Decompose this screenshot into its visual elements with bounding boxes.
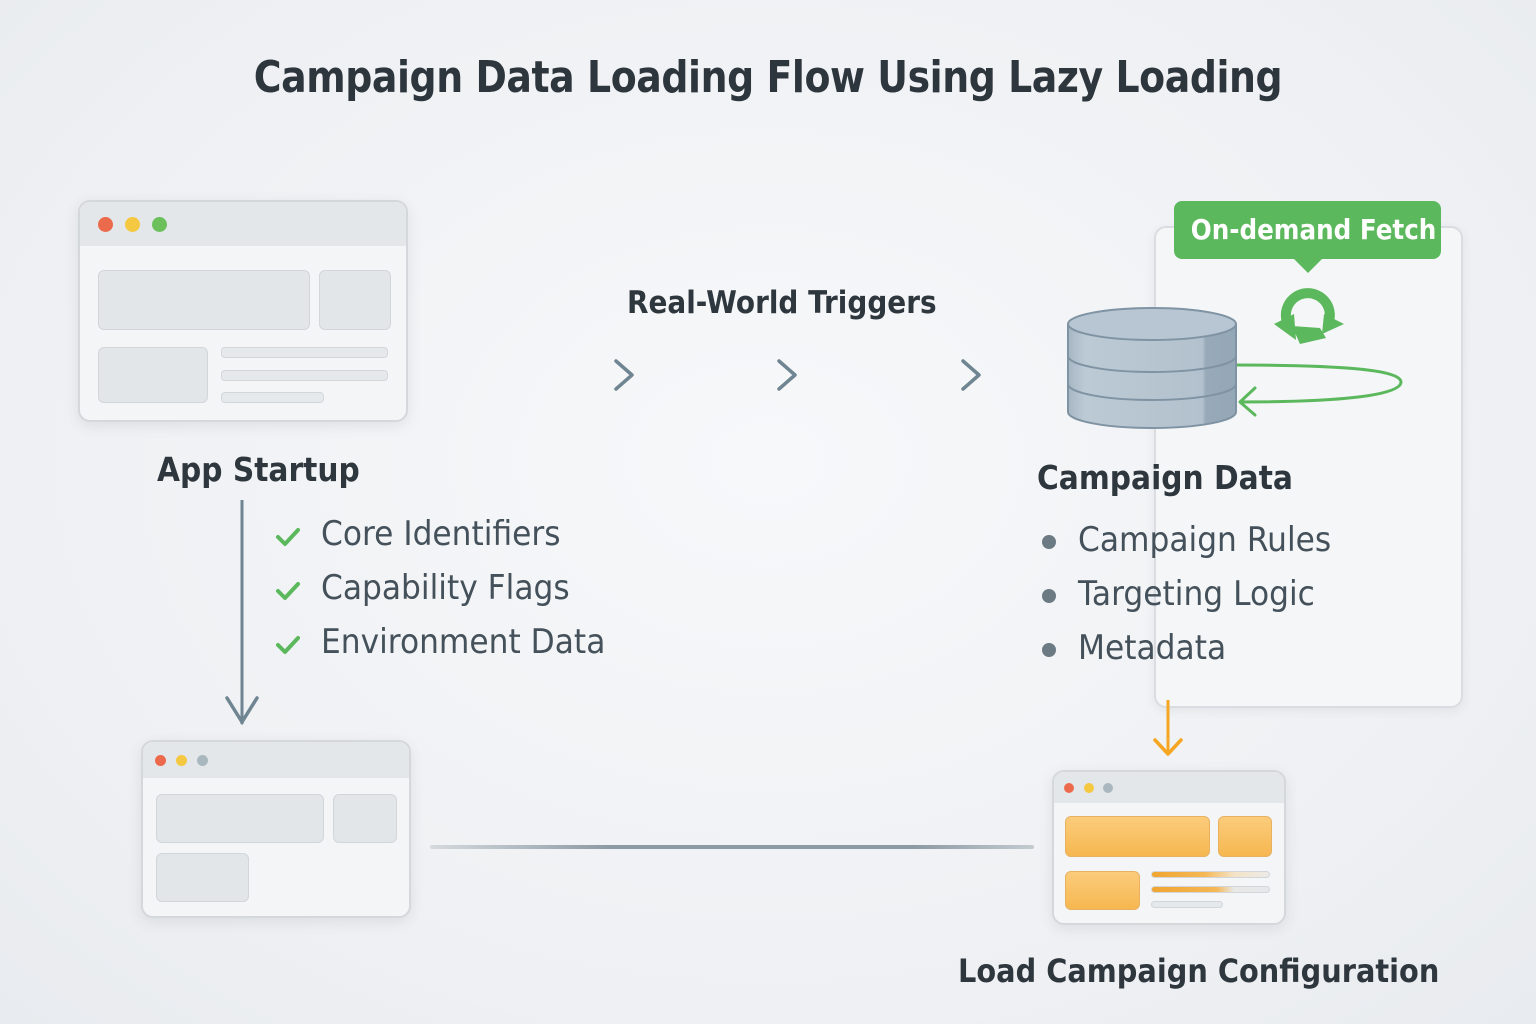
minimize-dot-icon: [125, 217, 140, 232]
app-startup-window: [78, 200, 408, 422]
placeholder-block: [156, 853, 249, 902]
placeholder-line: [221, 370, 388, 381]
load-config-label: Load Campaign Configuration: [958, 952, 1440, 990]
campaign-data-panel: [1154, 226, 1463, 708]
placeholder-line: [221, 347, 388, 358]
bullet-icon: [1042, 643, 1056, 657]
database-icon: [1067, 307, 1237, 429]
inactive-dot-icon: [1103, 783, 1113, 793]
down-arrow-icon: [225, 500, 259, 726]
placeholder-block: [319, 270, 391, 330]
window-titlebar: [143, 742, 409, 778]
loaded-block: [1065, 816, 1210, 857]
minimize-dot-icon: [176, 755, 187, 766]
placeholder-block: [98, 270, 310, 330]
on-demand-fetch-badge: On-demand Fetch: [1174, 201, 1441, 273]
page-title: Campaign Data Loading Flow Using Lazy Lo…: [253, 52, 1283, 103]
bullet-icon: [1042, 535, 1056, 549]
placeholder-block: [98, 347, 208, 403]
item-label: Campaign Rules: [1078, 520, 1332, 560]
placeholder-block: [333, 794, 397, 843]
loaded-block: [1065, 871, 1140, 910]
badge-label: On-demand Fetch: [1190, 213, 1437, 246]
check-icon: [276, 582, 300, 600]
close-dot-icon: [155, 755, 166, 766]
item-label: Capability Flags: [321, 568, 570, 608]
trigger-flow-arrow: [404, 359, 1074, 391]
minimize-dot-icon: [1084, 783, 1094, 793]
item-label: Environment Data: [321, 622, 606, 662]
check-icon: [276, 636, 300, 654]
placeholder-block: [156, 794, 324, 843]
placeholder-line: [1151, 901, 1223, 908]
close-dot-icon: [1064, 783, 1074, 793]
triggers-label: Real-World Triggers: [627, 285, 937, 321]
check-icon: [276, 528, 300, 546]
app-idle-window: [141, 740, 411, 918]
maximize-dot-icon: [152, 217, 167, 232]
connector-line: [430, 845, 1034, 849]
progress-line: [1151, 871, 1270, 878]
refresh-cycle-icon: [1274, 288, 1344, 344]
app-startup-label: App Startup: [157, 450, 360, 489]
campaign-config-window: [1052, 770, 1286, 925]
item-label: Metadata: [1078, 628, 1227, 668]
item-label: Targeting Logic: [1078, 574, 1315, 614]
window-titlebar: [1054, 772, 1284, 803]
inactive-dot-icon: [197, 755, 208, 766]
campaign-data-label: Campaign Data: [1037, 458, 1293, 497]
placeholder-line: [221, 392, 324, 403]
bullet-icon: [1042, 589, 1056, 603]
item-label: Core Identifiers: [321, 514, 561, 554]
orange-down-arrow-icon: [1153, 700, 1183, 756]
close-dot-icon: [98, 217, 113, 232]
progress-line: [1151, 886, 1270, 893]
fetch-loop-arrow: [1232, 363, 1403, 417]
window-titlebar: [80, 202, 406, 246]
loaded-block: [1218, 816, 1272, 857]
